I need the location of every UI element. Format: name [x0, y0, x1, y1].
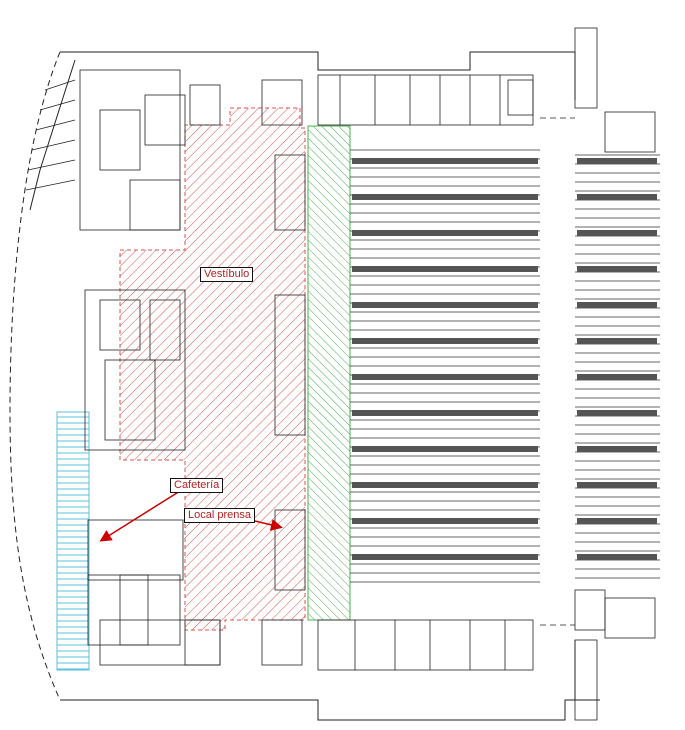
platform [577, 410, 657, 416]
platform [577, 158, 657, 164]
platform [352, 554, 538, 560]
label-local-prensa: Local prensa [184, 508, 255, 523]
arrow-cafeteria [99, 490, 181, 542]
platform [577, 374, 657, 380]
central-rooms [261, 79, 306, 666]
platform [577, 482, 657, 488]
platform [577, 518, 657, 524]
platform [352, 194, 538, 200]
green-hatch-area [307, 125, 351, 621]
label-vestibulo: Vestíbulo [200, 267, 254, 282]
platform [352, 482, 538, 488]
platform [352, 410, 538, 416]
arrow-local-prensa [254, 519, 283, 531]
platform [352, 374, 538, 380]
platform [577, 338, 657, 344]
annotation-arrows [99, 490, 283, 542]
bottom-rooms [317, 619, 534, 671]
platform [352, 518, 538, 524]
label-cafeteria: Cafetería [170, 478, 224, 493]
track-area [350, 149, 660, 583]
platform [577, 266, 657, 272]
platform [352, 446, 538, 452]
left-wing-rooms [25, 69, 221, 666]
platform [577, 194, 657, 200]
right-stairs [540, 27, 656, 721]
platform [577, 554, 657, 560]
platform [352, 302, 538, 308]
platform [352, 158, 538, 164]
vestibule-hatch [119, 107, 306, 631]
platform [352, 230, 538, 236]
platform [352, 266, 538, 272]
platform [352, 338, 538, 344]
top-rooms [317, 74, 534, 126]
platform [577, 302, 657, 308]
cyan-hatch-area [56, 411, 90, 671]
platform [577, 230, 657, 236]
platform [577, 446, 657, 452]
